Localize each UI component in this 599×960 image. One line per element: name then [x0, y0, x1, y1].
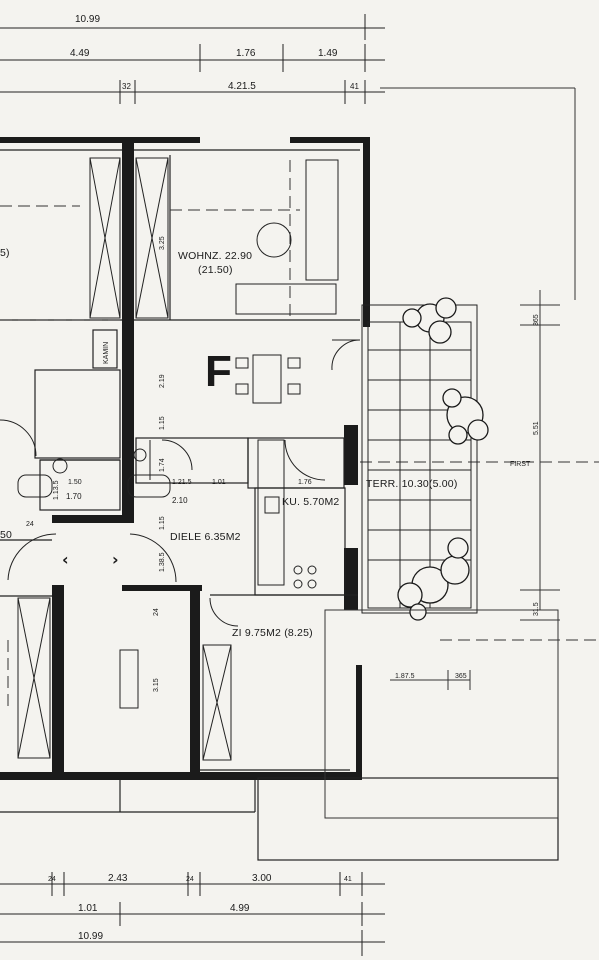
kitchen-details [257, 439, 326, 589]
outer-walls [0, 137, 370, 780]
dim-inner-115a: 1.15 [159, 416, 166, 430]
terrace-plants [397, 297, 489, 621]
room-terrace: TERR. 10.30(5.00) [366, 478, 458, 490]
dim-bottom-wall-c: 41 [344, 876, 352, 883]
dim-bottom-seg-b: 3.00 [252, 873, 272, 884]
dim-top-wall-right: 41 [350, 82, 359, 91]
chimney-box [92, 329, 118, 369]
door-chevron-left: ‹ [62, 550, 69, 569]
dim-inner-101: 1.01 [212, 479, 226, 486]
window-cross-left-upper [89, 157, 121, 319]
bath-fixtures [17, 448, 171, 498]
dim-bottom-seg-c: 1.01 [78, 903, 98, 914]
top-dimension-lines [0, 14, 385, 104]
chimney-label: KAMIN [103, 342, 110, 364]
window-cross-center-upper [135, 157, 169, 319]
door-chevron-right: › [112, 550, 119, 569]
dim-right-r2: 5.51 [533, 421, 540, 435]
dim-right-r5: 365 [455, 673, 467, 680]
dim-inner-174: 1.74 [159, 458, 166, 472]
dim-top-seg-b: 1.76 [236, 48, 256, 59]
dim-right-r3: 31.5 [533, 602, 540, 616]
dim-top-wall-left: 32 [122, 82, 131, 91]
bottom-dimension-lines [0, 872, 385, 956]
dim-top-overall: 10.99 [75, 14, 100, 25]
room-living: WOHNZ. 22.90 [178, 250, 252, 262]
dim-right-r1: 365 [533, 314, 540, 326]
dim-top-seg-main: 4.21.5 [228, 81, 256, 92]
dim-inner-150: 1.50 [68, 479, 82, 486]
dim-bottom-wall-a: 24 [48, 876, 56, 883]
doors [0, 419, 239, 709]
unit-letter: F [205, 347, 232, 396]
dim-inner-325: 3.25 [159, 236, 166, 250]
room-hall: DIELE 6.35M2 [170, 531, 241, 543]
dim-bottom-overall: 10.99 [78, 931, 103, 942]
dim-inner-210: 2.10 [172, 496, 188, 505]
room-left-partial: 5) [0, 247, 10, 259]
dim-inner-1215: 1.21.5 [172, 479, 192, 486]
dim-right-r4: 1.87.5 [395, 673, 415, 680]
dim-bottom-wall-b: 24 [186, 876, 194, 883]
living-furniture [235, 159, 361, 404]
axis-label: FIRST [510, 461, 531, 468]
room-kitchen: KU. 5.70M2 [282, 496, 339, 508]
dim-inner-176: 1.76 [298, 479, 312, 486]
room-living-sub: (21.50) [198, 264, 233, 276]
dim-bottom-seg-d: 4.99 [230, 903, 250, 914]
dim-inner-115b: 1.15 [159, 516, 166, 530]
dim-inner-170: 1.70 [66, 492, 82, 501]
dim-inner-115c: 1.13.5 [53, 480, 60, 500]
dim-bottom-seg-a: 2.43 [108, 873, 128, 884]
dim-top-seg-a: 4.49 [70, 48, 90, 59]
dim-inner-24a: 24 [26, 521, 34, 528]
dim-inner-24b: 24 [153, 608, 160, 616]
dim-inner-219: 2.19 [159, 374, 166, 388]
dim-top-seg-c: 1.49 [318, 48, 338, 59]
dim-inner-315: 3.15 [153, 678, 160, 692]
room-left-lower: 50 [0, 529, 12, 541]
right-outlines [324, 87, 576, 819]
room-bedroom: ZI 9.75M2 (8.25) [232, 627, 313, 639]
dim-inner-1385: 1.38.5 [159, 552, 166, 572]
window-cross-room-lower [202, 644, 232, 761]
window-cross-left-lower [17, 597, 51, 759]
